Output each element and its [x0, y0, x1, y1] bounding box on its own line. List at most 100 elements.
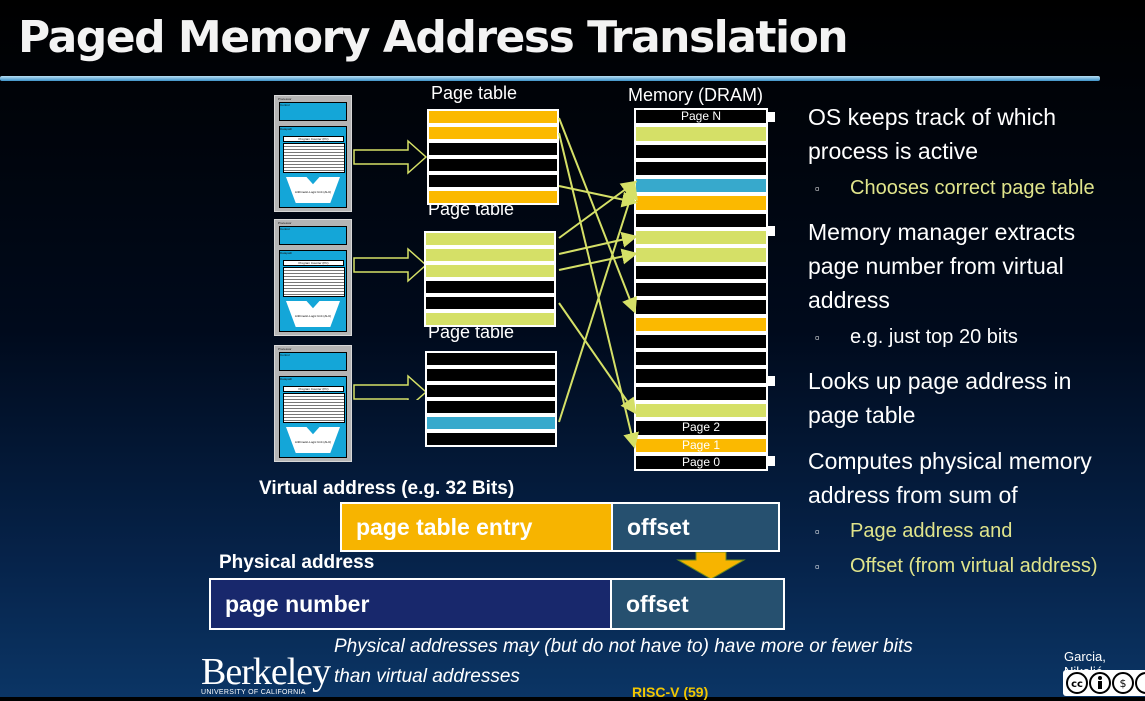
down-arrow-icon	[676, 552, 746, 580]
memory-page-page-0: Page 0	[634, 453, 768, 472]
memory-page	[634, 142, 768, 160]
mapping-line	[558, 302, 637, 415]
bullet-1-line-1: OS keeps track of which	[808, 104, 1056, 130]
registers	[283, 267, 345, 297]
sub-bullet-marker: ▫	[815, 559, 820, 574]
mapping-line	[558, 132, 639, 449]
page-table-entry	[424, 311, 556, 327]
svg-text:$: $	[1120, 677, 1127, 690]
virtual-address-caption: Virtual address (e.g. 32 Bits)	[259, 478, 515, 499]
datapath-label: Datapath	[280, 127, 293, 131]
page-table-entry	[425, 431, 557, 447]
bullet-4-line-2: address from sum of	[808, 482, 1018, 508]
berkeley-logo: Berkeley	[201, 651, 331, 693]
note-line-2: than virtual addresses	[334, 666, 520, 687]
memory-page	[634, 350, 768, 368]
physical-address-caption: Physical address	[219, 552, 375, 573]
bullet-2-sub-1: e.g. just top 20 bits	[850, 326, 1018, 348]
slide-title: Paged Memory Address Translation	[18, 12, 849, 63]
program-counter: Program Counter (PC)	[283, 260, 344, 266]
control-label: Control	[280, 103, 290, 107]
berkeley-logo-subtitle: UNIVERSITY OF CALIFORNIA	[201, 689, 306, 696]
hollow-arrow-2	[353, 247, 428, 283]
alu-label: Arithmetic-Logic Unit (ALU)	[294, 314, 332, 318]
hollow-arrow-3	[353, 374, 428, 400]
virtual-offset-box: offset	[611, 502, 780, 552]
program-counter: Program Counter (PC)	[283, 136, 344, 142]
datapath: Datapath Program Counter (PC) Arithmetic…	[279, 126, 347, 208]
slide-number: RISC-V (59)	[632, 684, 709, 700]
bullet-3-line-2: page table	[808, 402, 916, 428]
page-table-entry-box: page table entry	[340, 502, 613, 552]
bullet-4: Computes physical memory address from su…	[808, 444, 1092, 512]
bullet-1-sub-1: Chooses correct page table	[850, 177, 1095, 199]
sub-bullet-marker: ▫	[815, 330, 820, 345]
page-table-entry-label: page table entry	[356, 513, 533, 540]
processor-1: Processor Control Datapath Program Count…	[274, 95, 352, 212]
memory-page	[634, 263, 768, 281]
bullet-4-line-1: Computes physical memory	[808, 448, 1092, 474]
memory-page	[634, 280, 768, 299]
mapping-line	[558, 117, 638, 314]
bullet-4-sub-2: Offset (from virtual address)	[850, 555, 1098, 577]
datapath: Datapath Program Counter (PC) Arithmetic…	[279, 376, 347, 458]
alu-label: Arithmetic-Logic Unit (ALU)	[294, 440, 332, 444]
creative-commons-icon: cc $	[1063, 670, 1145, 696]
mapping-line	[558, 180, 638, 239]
datapath: Datapath Program Counter (PC) Arithmetic…	[279, 250, 347, 332]
memory-page	[634, 367, 768, 385]
processor-label: Processor	[278, 221, 292, 225]
registers	[283, 143, 345, 173]
bullet-4-sub-1: Page address and	[850, 520, 1013, 542]
mapping-line	[558, 248, 638, 271]
physical-offset-box: offset	[610, 578, 785, 630]
memory-page	[634, 315, 768, 333]
memory-page-page-n: Page N	[634, 108, 768, 126]
memory-page	[634, 211, 768, 230]
page-table-entry	[427, 125, 559, 141]
memory-page	[634, 332, 768, 351]
page-table-entry	[427, 109, 559, 125]
virtual-offset-label: offset	[627, 513, 690, 540]
control-unit: Control	[279, 102, 347, 121]
page-table-entry	[425, 383, 557, 399]
page-table-entry	[424, 295, 556, 311]
program-counter: Program Counter (PC)	[283, 386, 344, 392]
page-table-entry	[427, 157, 559, 173]
page-table-entry	[424, 231, 556, 247]
mapping-line	[558, 183, 638, 423]
control-label: Control	[280, 353, 290, 357]
memory-page-page-2: Page 2	[634, 419, 768, 437]
control-label: Control	[280, 227, 290, 231]
control-unit: Control	[279, 352, 347, 371]
page-table-entry	[424, 279, 556, 295]
bullet-square	[768, 113, 774, 119]
page-table-entry	[425, 367, 557, 383]
bullet-1: OS keeps track of which process is activ…	[808, 100, 1056, 168]
memory-page-page-1: Page 1	[634, 436, 768, 454]
page-number-label: page number	[225, 590, 370, 617]
title-underline	[0, 76, 1100, 81]
bullet-2-line-2: page number from virtual	[808, 253, 1064, 279]
page-table-label-3: Page table	[428, 322, 515, 342]
physical-offset-label: offset	[626, 590, 689, 617]
mapping-line	[558, 185, 638, 208]
bullet-3: Looks up page address in page table	[808, 364, 1071, 432]
page-table-entry	[425, 399, 557, 415]
datapath-label: Datapath	[280, 251, 293, 255]
processor-2: Processor Control Datapath Program Count…	[274, 219, 352, 336]
svg-text:cc: cc	[1071, 679, 1083, 690]
bullet-1-line-2: process is active	[808, 138, 979, 164]
processor-arrows	[353, 139, 428, 400]
memory-label: Memory (DRAM)	[628, 85, 763, 105]
processor-label: Processor	[278, 97, 292, 101]
page-table-label-1: Page table	[431, 83, 518, 103]
memory-page	[634, 125, 768, 143]
mapping-line	[558, 231, 638, 255]
hollow-arrow-1	[353, 139, 428, 175]
alu-label: Arithmetic-Logic Unit (ALU)	[294, 190, 332, 194]
datapath-label: Datapath	[280, 377, 293, 381]
bullet-2: Memory manager extracts page number from…	[808, 215, 1075, 317]
